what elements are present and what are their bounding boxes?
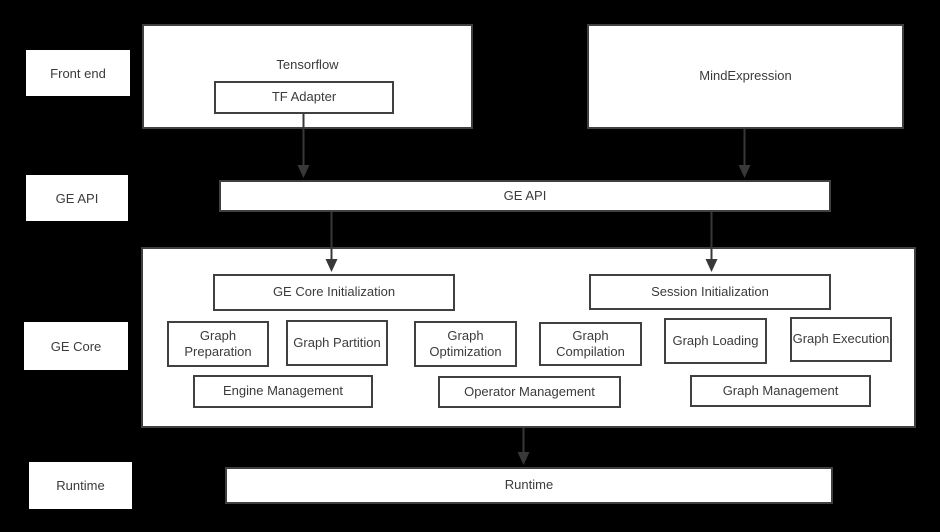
node-tensorflow: Tensorflow TF Adapter [142, 24, 473, 129]
arrow-ge-core-to-runtime [517, 428, 530, 465]
node-graph-compilation: Graph Compilation [539, 322, 642, 366]
node-graph-preparation: Graph Preparation [167, 321, 269, 367]
node-ge-core: GE Core Initialization Session Initializ… [141, 247, 916, 428]
rail-label-ge-core: GE Core [24, 322, 128, 370]
rail-label-front-end: Front end [26, 50, 130, 96]
node-operator-management: Operator Management [438, 376, 621, 408]
node-graph-execution: Graph Execution [790, 317, 892, 362]
node-engine-management: Engine Management [193, 375, 373, 408]
node-mind-expression: MindExpression [587, 24, 904, 129]
node-ge-core-initialization: GE Core Initialization [213, 274, 455, 311]
node-session-initialization: Session Initialization [589, 274, 831, 310]
rail-label-ge-api: GE API [26, 175, 128, 221]
node-tensorflow-label: Tensorflow [276, 57, 339, 72]
node-graph-loading: Graph Loading [664, 318, 767, 364]
node-graph-partition: Graph Partition [286, 320, 388, 366]
rail-label-runtime: Runtime [29, 462, 132, 509]
node-graph-optimization: Graph Optimization [414, 321, 517, 367]
node-ge-api: GE API [219, 180, 831, 212]
node-graph-management: Graph Management [690, 375, 871, 407]
node-runtime: Runtime [225, 467, 833, 504]
arrow-mind-expression-to-ge-api [738, 129, 751, 178]
node-tf-adapter: TF Adapter [214, 81, 394, 114]
